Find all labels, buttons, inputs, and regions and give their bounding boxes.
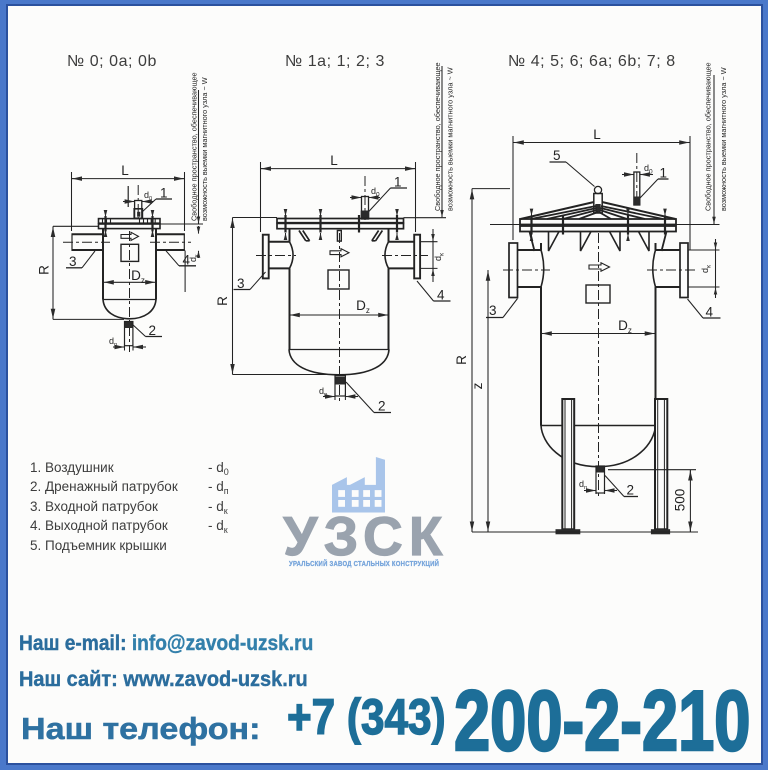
svg-text:4: 4 (706, 305, 714, 320)
svg-text:1: 1 (160, 186, 168, 201)
svg-text:dк: dк (700, 265, 713, 273)
svg-text:500: 500 (673, 489, 688, 512)
svg-text:dп: dп (579, 479, 587, 491)
svg-text:2: 2 (149, 323, 157, 338)
svg-text:4: 4 (437, 288, 445, 303)
svg-text:возможность выемки магнитного: возможность выемки магнитного узла ~ W (719, 67, 728, 211)
svg-text:L: L (593, 127, 601, 142)
svg-text:d0: d0 (371, 186, 380, 199)
svg-text:Dz: Dz (356, 298, 370, 315)
svg-text:R: R (37, 265, 52, 275)
svg-text:2: 2 (378, 399, 386, 414)
svg-text:d0: d0 (144, 190, 152, 202)
svg-text:3: 3 (69, 254, 77, 269)
svg-text:5: 5 (553, 148, 561, 163)
svg-text:возможность выемки магнитного: возможность выемки магнитного узла ~ W (200, 77, 209, 221)
svg-text:4: 4 (183, 253, 191, 268)
svg-text:d0: d0 (644, 163, 653, 176)
svg-text:Свободное пространство, обеспе: Свободное пространство, обеспечивающее (704, 62, 713, 211)
svg-text:3: 3 (489, 303, 497, 318)
svg-text:z: z (470, 382, 485, 389)
svg-text:dк: dк (433, 253, 446, 261)
svg-text:Свободное пространство, обеспе: Свободное пространство, обеспечивающее (433, 62, 442, 211)
svg-text:Свободное пространство, обеспе: Свободное пространство, обеспечивающее (190, 72, 199, 221)
svg-text:Dz: Dz (618, 318, 632, 335)
svg-text:1: 1 (394, 175, 402, 190)
svg-text:2: 2 (627, 483, 635, 498)
svg-text:возможность выемки магнитного: возможность выемки магнитного узла ~ W (446, 67, 455, 211)
svg-text:R: R (454, 355, 469, 365)
svg-text:L: L (330, 153, 338, 168)
svg-text:L: L (121, 163, 129, 178)
svg-text:R: R (215, 296, 230, 306)
svg-text:dп: dп (109, 336, 117, 348)
svg-text:1: 1 (660, 166, 668, 181)
svg-text:3: 3 (237, 276, 245, 291)
